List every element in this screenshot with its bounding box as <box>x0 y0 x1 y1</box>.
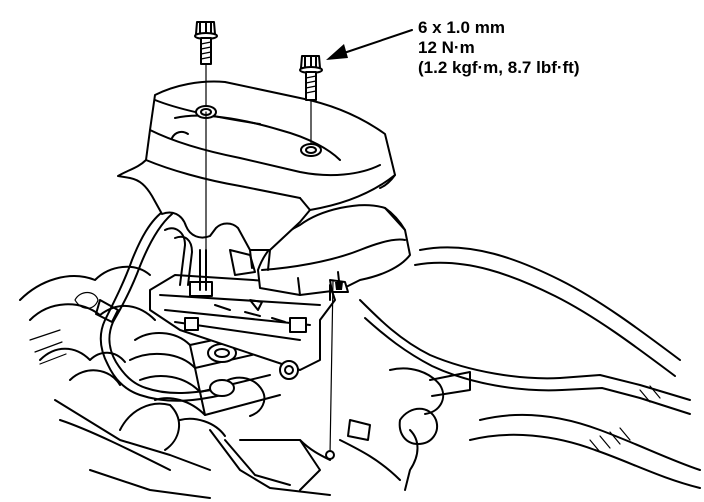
torque-callout: 6 x 1.0 mm 12 N·m (1.2 kgf·m, 8.7 lbf·ft… <box>418 18 580 78</box>
cylinder-head <box>149 227 336 380</box>
engine-bay-right <box>239 246 701 491</box>
bolt-left <box>194 21 218 106</box>
engine-bay-left <box>19 265 211 499</box>
guide-lines <box>205 111 335 460</box>
torque-nm-label: 12 N·m <box>418 38 475 57</box>
intake-manifold <box>129 329 331 496</box>
bolt-right <box>299 55 323 145</box>
torque-alt-label: (1.2 kgf·m, 8.7 lbf·ft) <box>418 58 580 77</box>
callout-arrow <box>326 29 413 60</box>
bolt-size-label: 6 x 1.0 mm <box>418 18 505 37</box>
engine-cover <box>117 80 396 301</box>
